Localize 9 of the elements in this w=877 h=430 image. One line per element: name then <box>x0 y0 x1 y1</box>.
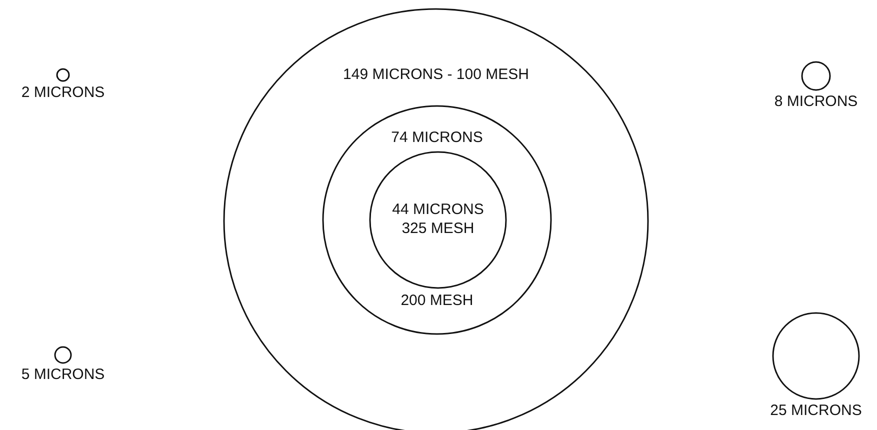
size-label: 2 MICRONS <box>20 84 106 102</box>
size-label: 74 MICRONS <box>390 129 484 147</box>
size-label: 149 MICRONS - 100 MESH <box>342 66 530 84</box>
size-label: 44 MICRONS <box>391 201 485 219</box>
size-label: 8 MICRONS <box>773 93 859 111</box>
size-label: 325 MESH <box>400 220 476 238</box>
size-label: 5 MICRONS <box>20 366 106 384</box>
size-label: 200 MESH <box>400 292 474 310</box>
size-label: 25 MICRONS <box>769 402 863 420</box>
